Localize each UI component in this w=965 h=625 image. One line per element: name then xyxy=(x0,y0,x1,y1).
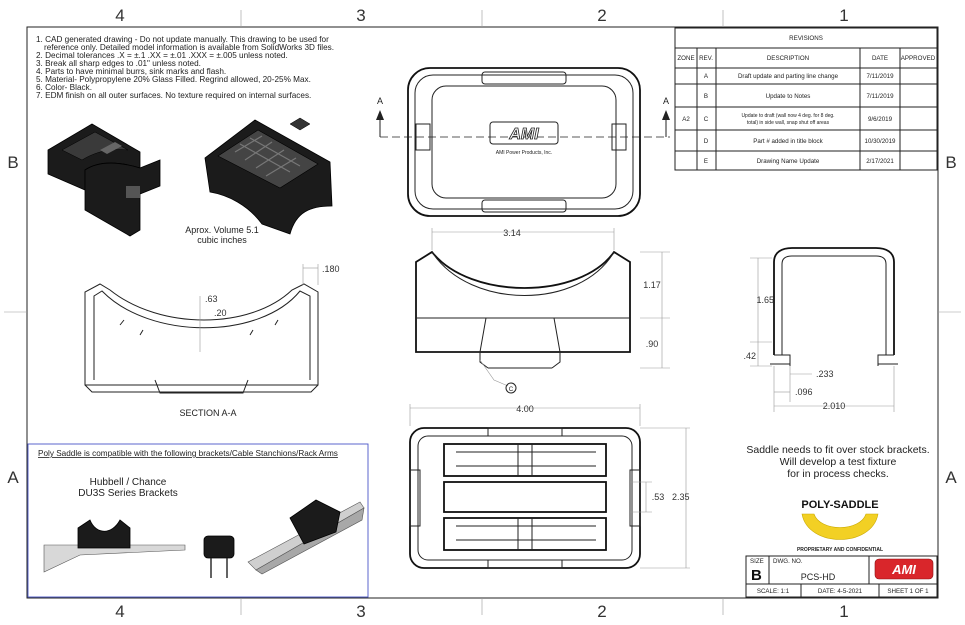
dim-section-wall: .180 xyxy=(322,264,340,274)
zone-bottom-1: 1 xyxy=(839,602,848,621)
rev-e-desc: Drawing Name Update xyxy=(757,158,820,165)
rev-d-date: 10/30/2019 xyxy=(865,138,897,145)
revisions-table xyxy=(674,27,938,171)
note-line: 1. CAD generated drawing - Do not update… xyxy=(36,35,329,44)
scale-value: SCALE: 1:1 xyxy=(757,588,790,595)
compat-bracket-line1: Hubbell / Chance xyxy=(90,477,167,488)
note-line: 7. EDM finish on all outer surfaces. No … xyxy=(36,91,311,100)
rev-c-rev: C xyxy=(704,116,709,123)
top-view-logo: AMI xyxy=(508,126,539,143)
zone-left-a: A xyxy=(7,468,19,487)
note-line: 3. Break all sharp edges to .01" unless … xyxy=(36,59,201,68)
zone-right-b: B xyxy=(945,153,956,172)
size-value: B xyxy=(751,567,762,584)
compat-box xyxy=(27,443,369,598)
rev-d-rev: D xyxy=(704,138,709,145)
zone-right-a: A xyxy=(945,468,957,487)
rev-b-date: 7/11/2019 xyxy=(866,93,894,100)
iso-render-top xyxy=(47,123,161,237)
zone-top-2: 2 xyxy=(597,6,606,25)
rev-c-zone: A2 xyxy=(682,116,690,123)
top-view-company: AMI Power Products, Inc. xyxy=(496,150,552,156)
sheet-border xyxy=(26,26,939,599)
note-line: 4. Parts to have minimal burrs, sink mar… xyxy=(36,67,226,76)
rev-header-description: DESCRIPTION xyxy=(767,55,809,62)
bracket-render-iso xyxy=(247,499,365,575)
bracket-render-end xyxy=(203,535,235,578)
compat-bracket-line2: DU3S Series Brackets xyxy=(78,488,177,499)
dwg-no-label: DWG. NO. xyxy=(773,558,803,565)
front-view xyxy=(415,228,670,394)
rev-header-date: DATE xyxy=(872,55,888,62)
dim-bottom-slot: .53 xyxy=(652,492,665,502)
rev-a-desc: Draft update and parting line change xyxy=(738,73,839,80)
top-view xyxy=(376,67,670,217)
revisions-title: REVISIONS xyxy=(789,35,823,42)
zone-top-1: 1 xyxy=(839,6,848,25)
dim-side-width: 2.010 xyxy=(823,401,846,411)
dwg-no-value: PCS-HD xyxy=(801,572,836,582)
section-title: SECTION A-A xyxy=(179,408,236,418)
zone-left-b: B xyxy=(7,153,18,172)
fit-note-line1: Saddle needs to fit over stock brackets. xyxy=(746,444,929,456)
dim-front-height: 1.17 xyxy=(643,280,661,290)
dim-side-lower: .42 xyxy=(743,351,756,361)
rev-e-rev: E xyxy=(704,158,708,165)
date-value: DATE: 4-5-2021 xyxy=(818,588,863,595)
zone-top-4: 4 xyxy=(115,6,124,25)
product-name: POLY-SADDLE xyxy=(801,499,878,511)
compat-title: Poly Saddle is compatible with the follo… xyxy=(38,449,338,458)
zone-bottom-2: 2 xyxy=(597,602,606,621)
zone-top-3: 3 xyxy=(356,6,365,25)
dim-side-height: 1.65 xyxy=(756,295,774,305)
note-line: 5. Material- Polypropylene 20% Glass Fil… xyxy=(36,75,311,84)
dim-side-offset: .096 xyxy=(795,387,813,397)
rev-b-rev: B xyxy=(704,93,708,100)
note-line: reference only. Detailed model informati… xyxy=(44,43,334,52)
rev-c-desc: Update to draft (wall now 4 deg. for 8 d… xyxy=(741,113,834,119)
title-block xyxy=(745,555,938,598)
rev-a-rev: A xyxy=(704,73,709,80)
note-line: 6. Color- Black. xyxy=(36,83,92,92)
rev-header-rev: REV. xyxy=(699,55,713,62)
rev-a-date: 7/11/2019 xyxy=(866,73,894,80)
dim-side-hook: .233 xyxy=(816,369,834,379)
rev-b-desc: Update to Notes xyxy=(766,93,811,100)
ami-logo-text: AMI xyxy=(891,562,916,577)
callout-c: C xyxy=(509,386,514,393)
dim-front-lower: .90 xyxy=(646,339,659,349)
zone-bottom-4: 4 xyxy=(115,602,124,621)
rev-c-desc: total) in side wall, snap shut off areas xyxy=(747,120,830,126)
bottom-view xyxy=(409,404,690,569)
bracket-render-side xyxy=(43,519,186,573)
rev-header-zone: ZONE xyxy=(677,55,694,62)
size-label: SIZE xyxy=(750,558,764,565)
rev-header-approved: APPROVED xyxy=(901,55,936,62)
zone-bottom-3: 3 xyxy=(356,602,365,621)
dim-bottom-length: 4.00 xyxy=(516,404,534,414)
section-a-a-view xyxy=(84,264,319,394)
side-view xyxy=(750,247,898,412)
volume-label: Aprox. Volume 5.1 xyxy=(185,225,259,235)
volume-units: cubic inches xyxy=(197,235,247,245)
iso-render-bottom xyxy=(204,117,333,235)
dim-section-thickness: .20 xyxy=(214,308,227,318)
fit-note-line2: Will develop a test fixture xyxy=(780,456,897,468)
ami-logo-icon xyxy=(874,558,934,580)
rev-e-date: 2/17/2021 xyxy=(866,158,894,165)
sheet-value: SHEET 1 OF 1 xyxy=(887,588,929,595)
rev-d-desc: Part # added in title block xyxy=(753,138,823,145)
rev-c-date: 9/6/2019 xyxy=(868,116,893,123)
dim-section-depth: .63 xyxy=(205,294,218,304)
drawing-notes: 1. CAD generated drawing - Do not update… xyxy=(36,35,334,100)
proprietary-label: PROPRIETARY AND CONFIDENTIAL xyxy=(797,547,883,553)
dim-bottom-width: 2.35 xyxy=(672,492,690,502)
fit-note-line3: for in process checks. xyxy=(787,468,889,480)
section-arrow-label-right: A xyxy=(663,96,669,106)
saddle-logo-icon xyxy=(801,513,879,540)
section-arrow-label-left: A xyxy=(377,96,383,106)
dim-front-width: 3.14 xyxy=(503,228,521,238)
note-line: 2. Decimal tolerances .X = ±.1 .XX = ±.0… xyxy=(36,51,288,60)
